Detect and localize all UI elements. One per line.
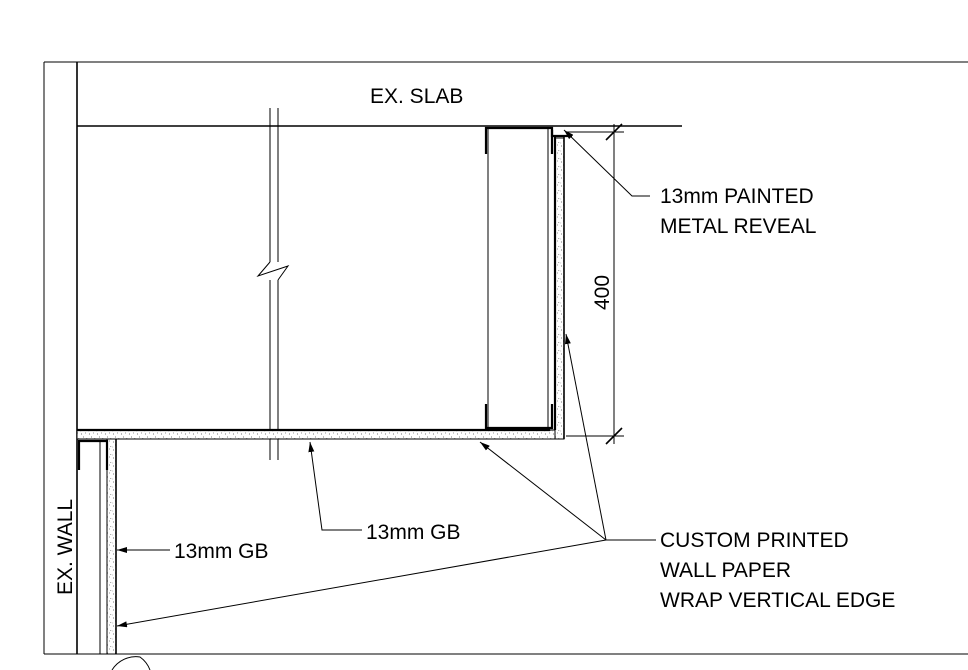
dimension-400 xyxy=(566,123,624,445)
reveal-label-line2: METAL REVEAL xyxy=(660,215,816,238)
leader-wallpaper xyxy=(116,333,656,628)
wallpaper-label-line2: WALL PAPER xyxy=(660,559,791,582)
wallpaper-label-line3: WRAP VERTICAL EDGE xyxy=(660,589,895,612)
wall-gb-board xyxy=(77,438,117,655)
soffit-gb-board xyxy=(76,428,564,440)
slab-label: EX. SLAB xyxy=(370,85,463,108)
detail-bubble xyxy=(111,656,151,670)
bulkhead-face-gb xyxy=(553,136,565,440)
leader-reveal xyxy=(563,129,650,197)
break-line xyxy=(256,108,290,460)
gb-soffit-label: 13mm GB xyxy=(366,521,461,544)
dimension-label: 400 xyxy=(591,275,614,310)
leader-gb-soffit xyxy=(308,441,362,531)
wallpaper-label-line1: CUSTOM PRINTED xyxy=(660,529,849,552)
stud-frame xyxy=(484,126,554,430)
reveal-label-line1: 13mm PAINTED xyxy=(660,185,814,208)
gb-left-label: 13mm GB xyxy=(174,540,269,563)
drawing-frame xyxy=(43,61,968,655)
wall-label: EX. WALL xyxy=(54,499,77,595)
